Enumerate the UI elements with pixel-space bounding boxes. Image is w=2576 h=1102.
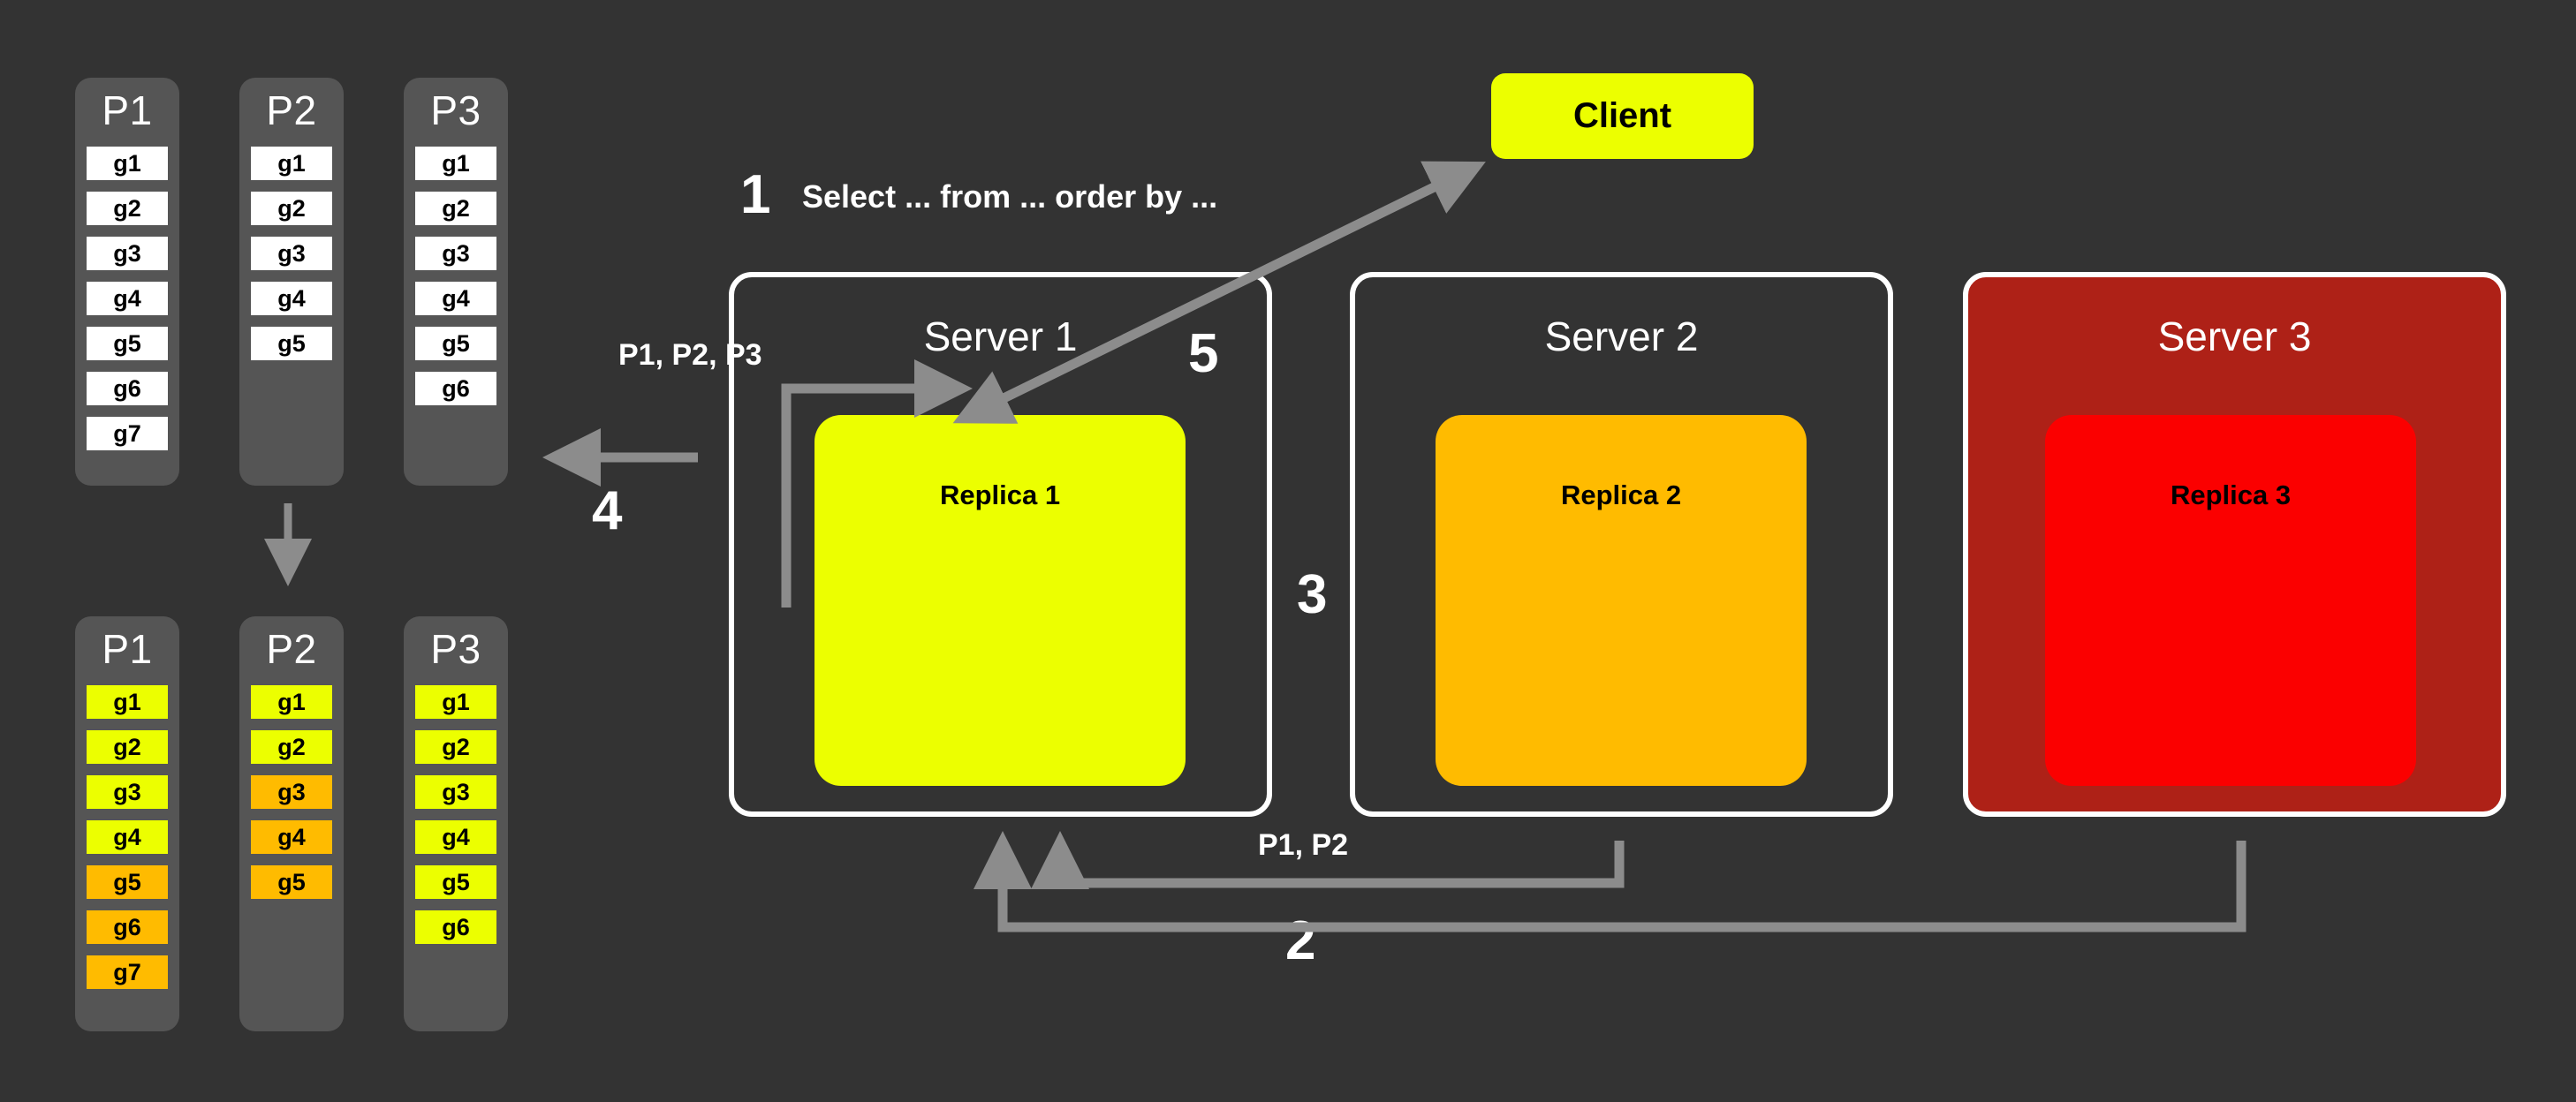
partition-cell: g5: [87, 327, 168, 360]
step-number-4: 4: [592, 480, 623, 541]
partition-cell: g6: [415, 372, 496, 405]
partition-column-p2-bottom: P2 g1 g2 g3 g4 g5: [239, 616, 344, 1031]
partition-cell: g6: [415, 910, 496, 944]
partition-title: P3: [430, 87, 481, 133]
partition-column-p1-top: P1 g1 g2 g3 g4 g5 g6 g7: [75, 78, 179, 486]
partition-cell: g2: [251, 192, 332, 225]
partition-cell: g3: [87, 775, 168, 809]
partition-cells: g1 g2 g3 g4 g5: [251, 147, 332, 372]
replica-label: Replica 2: [1560, 479, 1682, 510]
partition-cell: g1: [251, 685, 332, 719]
partition-cell: g2: [415, 192, 496, 225]
replica-box-1[interactable]: Replica 1: [814, 415, 1186, 786]
partition-cell: g3: [251, 775, 332, 809]
replica-label: Replica 1: [939, 479, 1061, 510]
step-number-5: 5: [1188, 323, 1219, 384]
partition-cell: g5: [251, 865, 332, 899]
partition-cells: g1 g2 g3 g4 g5 g6: [415, 147, 496, 417]
partition-cell: g3: [415, 237, 496, 270]
partition-cell: g4: [251, 820, 332, 854]
partition-title: P1: [102, 626, 153, 672]
replica-box-2[interactable]: Replica 2: [1436, 415, 1807, 786]
partition-cell: g4: [87, 820, 168, 854]
partition-column-p1-bottom: P1 g1 g2 g3 g4 g5 g6 g7: [75, 616, 179, 1031]
query-text: Select ... from ... order by ...: [802, 178, 1218, 215]
arrow-step-2-server3-to-server1: [974, 831, 2246, 932]
partition-cell: g5: [251, 327, 332, 360]
server-title: Server 1: [923, 313, 1078, 359]
partition-column-p3-top: P3 g1 g2 g3 g4 g5 g6: [404, 78, 508, 486]
partition-cell: g2: [87, 192, 168, 225]
partition-cell: g4: [87, 282, 168, 315]
partition-cell: g3: [87, 237, 168, 270]
partition-cells: g1 g2 g3 g4 g5 g6: [415, 685, 496, 955]
replica-box-3[interactable]: Replica 3: [2045, 415, 2416, 786]
partition-cell: g2: [87, 730, 168, 764]
label-p1-p2-p3: P1, P2, P3: [618, 338, 762, 372]
partition-cell: g1: [87, 685, 168, 719]
partition-cells: g1 g2 g3 g4 g5 g6 g7: [87, 147, 168, 462]
server-box-2: Server 2: [1350, 272, 1893, 817]
server-title: Server 2: [1544, 313, 1699, 359]
partition-cell: g1: [87, 147, 168, 180]
partition-cell: g4: [415, 820, 496, 854]
partition-title: P1: [102, 87, 153, 133]
partition-cell: g7: [87, 955, 168, 989]
partition-cell: g6: [87, 910, 168, 944]
partition-cell: g3: [415, 775, 496, 809]
partition-cell: g3: [251, 237, 332, 270]
partition-cell: g5: [87, 865, 168, 899]
partition-column-p3-bottom: P3 g1 g2 g3 g4 g5 g6: [404, 616, 508, 1031]
partition-title: P2: [266, 626, 317, 672]
client-label: Client: [1572, 96, 1672, 135]
partition-cell: g5: [415, 865, 496, 899]
partition-cell: g2: [415, 730, 496, 764]
partition-cell: g7: [87, 417, 168, 450]
partition-cell: g1: [415, 685, 496, 719]
partition-cell: g4: [251, 282, 332, 315]
partition-title: P3: [430, 626, 481, 672]
partition-cells: g1 g2 g3 g4 g5: [251, 685, 332, 910]
partition-cell: g4: [415, 282, 496, 315]
partition-title: P2: [266, 87, 317, 133]
partition-cell: g1: [415, 147, 496, 180]
server-title: Server 3: [2157, 313, 2312, 359]
label-p1-p2: P1, P2: [1258, 828, 1349, 862]
step-number-1: 1: [740, 164, 771, 225]
step-number-2: 2: [1285, 910, 1316, 971]
partition-cells: g1 g2 g3 g4 g5 g6 g7: [87, 685, 168, 1000]
step-number-3: 3: [1297, 564, 1328, 625]
client-box[interactable]: Client: [1491, 73, 1754, 159]
partition-cell: g6: [87, 372, 168, 405]
replica-label: Replica 3: [2170, 479, 2292, 510]
partition-cell: g2: [251, 730, 332, 764]
partition-cell: g5: [415, 327, 496, 360]
partition-column-p2-top: P2 g1 g2 g3 g4 g5: [239, 78, 344, 486]
partition-cell: g1: [251, 147, 332, 180]
